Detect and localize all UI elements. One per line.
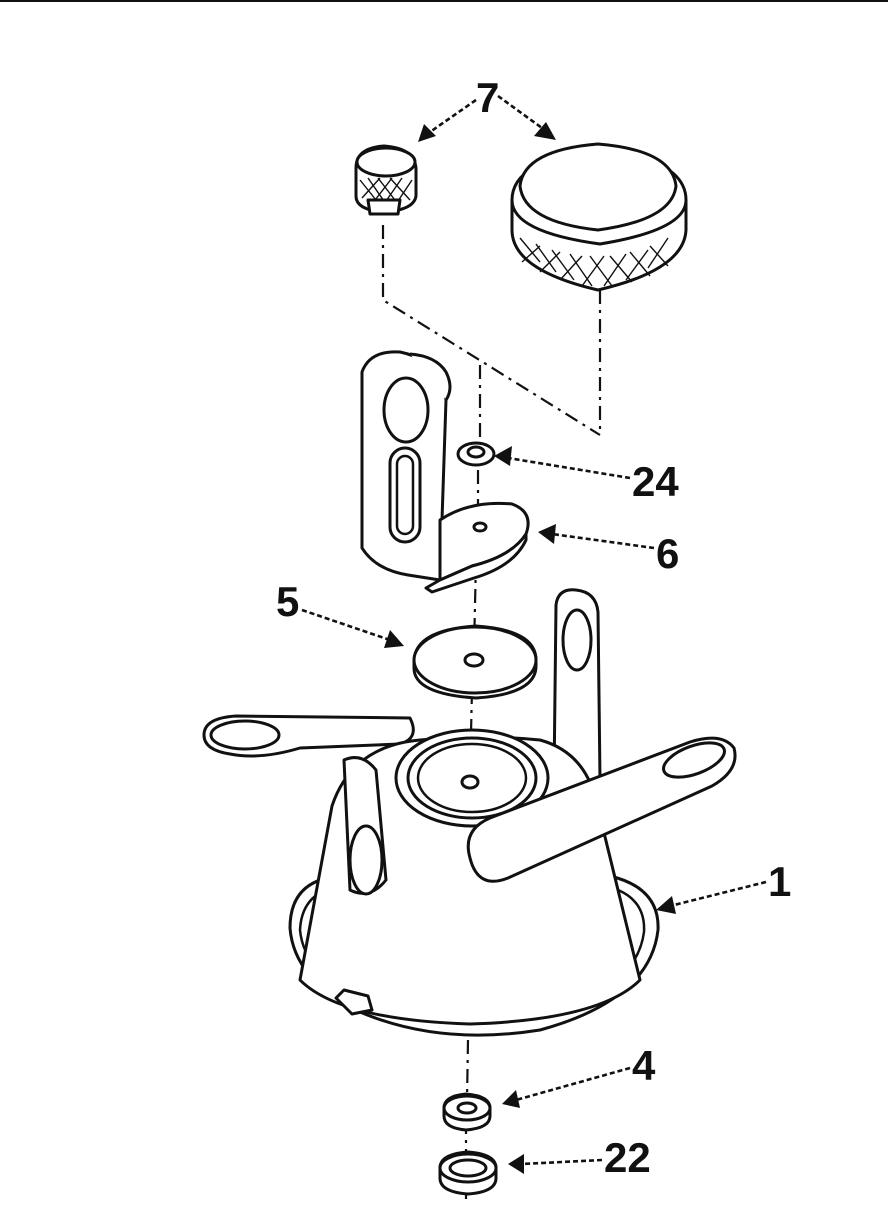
lock-ring-22 xyxy=(438,1150,498,1196)
callout-4: 4 xyxy=(632,1042,656,1089)
flat-disc-5 xyxy=(412,624,538,700)
conical-base xyxy=(202,588,737,1037)
callout-24: 24 xyxy=(632,458,679,505)
angle-bracket xyxy=(360,350,530,594)
callout-1: 1 xyxy=(768,858,791,905)
callout-22: 22 xyxy=(604,1134,651,1181)
nut-4 xyxy=(442,1092,492,1132)
large-knurled-knob xyxy=(510,142,688,292)
washer-24 xyxy=(456,441,496,467)
callout-leaders xyxy=(301,94,767,1174)
callout-6: 6 xyxy=(656,530,679,577)
small-knurled-knob xyxy=(354,144,418,216)
callout-5: 5 xyxy=(276,578,299,625)
callout-7: 7 xyxy=(476,74,499,121)
frame-top-edge xyxy=(0,0,888,2)
